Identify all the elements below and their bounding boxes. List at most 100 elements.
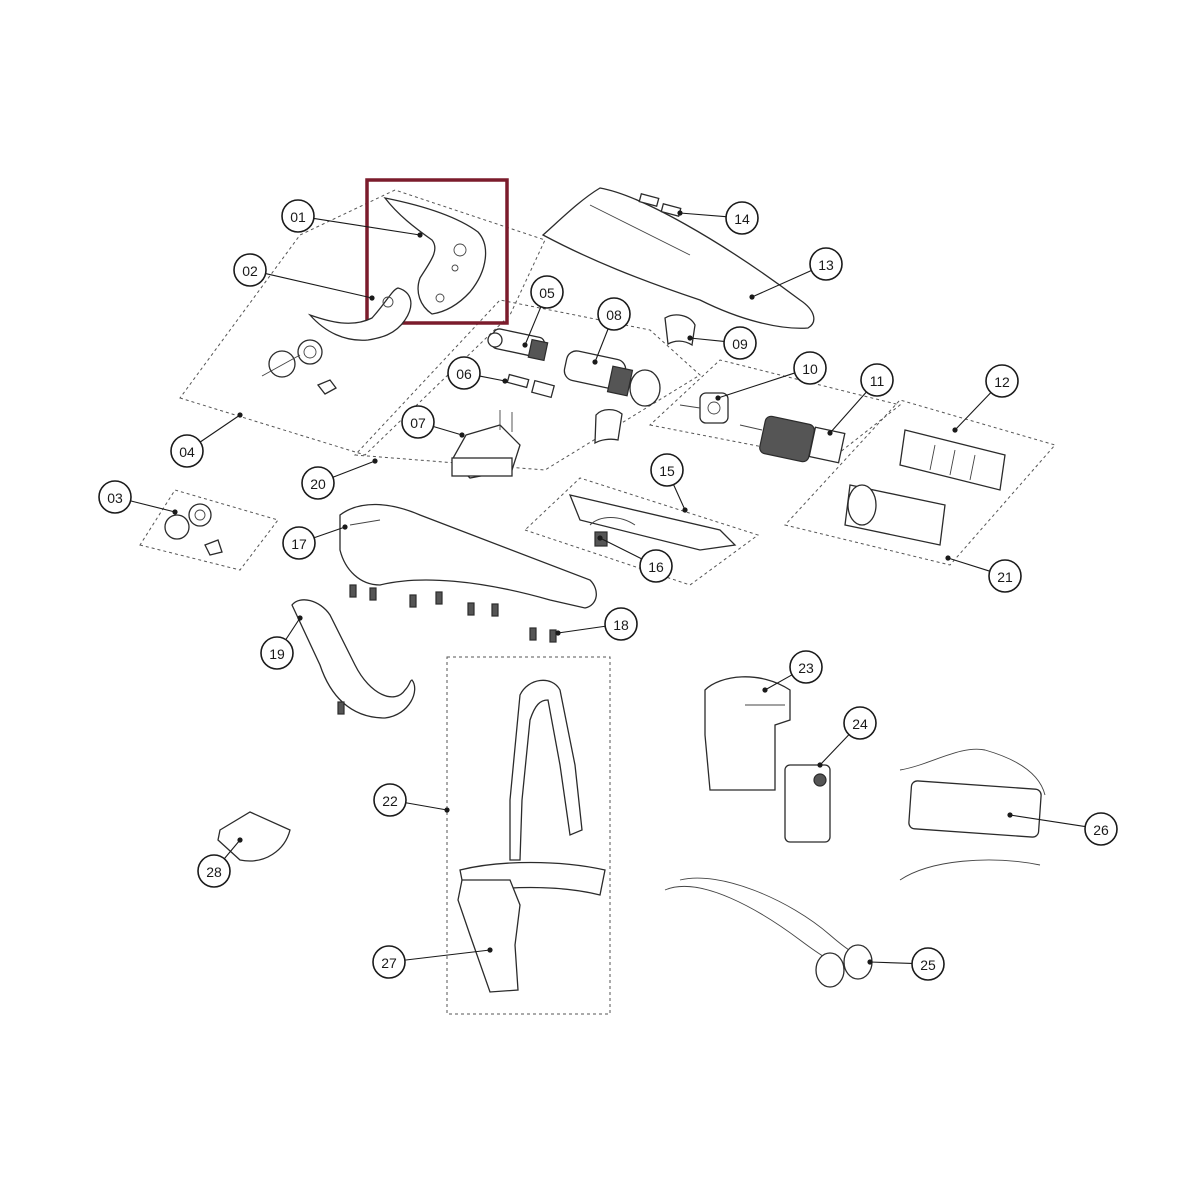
callout-circle-28	[197, 854, 231, 888]
leader-line-03	[130, 500, 176, 513]
part-12-electronics-frame	[899, 429, 1006, 491]
callout-19: 19	[260, 636, 294, 670]
part-04-gear-assembly	[261, 339, 337, 395]
leader-dot-21	[945, 555, 951, 561]
callout-03: 03	[98, 480, 132, 514]
part-17-lower-housing	[339, 503, 597, 609]
callout-circle-27	[372, 945, 406, 979]
part-22-harness	[459, 679, 606, 896]
group-box-04	[179, 189, 546, 456]
leader-line-01	[313, 217, 421, 236]
leader-dot-02	[369, 295, 375, 301]
leader-line-11	[829, 391, 867, 434]
part-03-gear-set	[164, 503, 223, 556]
callout-label-11: 11	[870, 373, 885, 389]
callout-circle-23	[789, 650, 823, 684]
callout-01: 01	[281, 199, 315, 233]
group-box-03	[139, 489, 279, 571]
leader-dot-09	[687, 335, 693, 341]
callout-24: 24	[843, 706, 877, 740]
callout-circle-18	[604, 607, 638, 641]
callout-18: 18	[604, 607, 638, 641]
leader-line-20	[332, 460, 376, 478]
leader-line-17	[313, 526, 346, 539]
leader-dot-20	[372, 458, 378, 464]
callout-label-04: 04	[179, 444, 195, 460]
part-18-screws	[349, 584, 557, 643]
leader-line-05	[524, 306, 542, 346]
part-21-electronics-cover	[844, 484, 946, 546]
part-27-holster	[457, 879, 521, 993]
callout-label-13: 13	[818, 257, 834, 273]
leader-line-10	[717, 372, 795, 399]
leader-line-25	[869, 961, 913, 964]
callout-28: 28	[197, 854, 231, 888]
part-26-charger	[899, 748, 1046, 881]
callout-label-15: 15	[659, 463, 675, 479]
callout-15: 15	[650, 453, 684, 487]
leader-line-14	[679, 212, 727, 218]
callout-circle-02	[233, 253, 267, 287]
part-02-counter-blade	[307, 287, 412, 341]
callout-13: 13	[809, 247, 843, 281]
callout-circle-17	[282, 526, 316, 560]
part-28-pouch	[217, 811, 291, 862]
callout-circle-13	[809, 247, 843, 281]
callout-14: 14	[725, 201, 759, 235]
leader-dot-04	[237, 412, 243, 418]
leader-dot-19	[297, 615, 303, 621]
leader-dot-12	[952, 427, 958, 433]
leader-dot-26	[1007, 812, 1013, 818]
callout-26: 26	[1084, 812, 1118, 846]
callout-circle-20	[301, 466, 335, 500]
part-23-battery	[704, 676, 791, 791]
callout-02: 02	[233, 253, 267, 287]
callout-circle-06	[447, 356, 481, 390]
callout-circle-05	[530, 275, 564, 309]
callout-circle-11	[860, 363, 894, 397]
callout-11: 11	[860, 363, 894, 397]
callout-circle-04	[170, 434, 204, 468]
leader-line-19	[285, 617, 301, 640]
callout-21: 21	[988, 559, 1022, 593]
callout-label-17: 17	[291, 536, 307, 552]
callout-circle-10	[793, 351, 827, 385]
callout-circle-26	[1084, 812, 1118, 846]
callout-label-18: 18	[613, 617, 629, 633]
leader-dot-05	[522, 342, 528, 348]
callout-circle-24	[843, 706, 877, 740]
callout-circle-01	[281, 199, 315, 233]
callout-label-05: 05	[539, 285, 555, 301]
leader-lines	[130, 210, 1086, 965]
leader-dot-13	[749, 294, 755, 300]
group-box-15	[524, 477, 760, 586]
leader-line-27	[404, 949, 491, 961]
callout-label-12: 12	[994, 374, 1010, 390]
leader-line-06	[479, 375, 506, 382]
leader-line-04	[199, 414, 241, 443]
callout-label-23: 23	[798, 660, 814, 676]
callout-16: 16	[639, 549, 673, 583]
leader-dot-28	[237, 837, 243, 843]
callout-08: 08	[597, 297, 631, 331]
callout-label-08: 08	[606, 307, 622, 323]
callout-circle-09	[723, 326, 757, 360]
leader-dot-07	[459, 432, 465, 438]
leader-line-16	[599, 537, 642, 560]
leader-dot-10	[715, 395, 721, 401]
leader-line-22	[405, 802, 448, 811]
callout-circle-12	[985, 364, 1019, 398]
leader-dot-08	[592, 359, 598, 365]
callout-circle-03	[98, 480, 132, 514]
callout-circle-08	[597, 297, 631, 331]
leader-dot-03	[172, 509, 178, 515]
callout-circle-15	[650, 453, 684, 487]
part-08-gearbox	[563, 350, 661, 407]
leader-line-09	[689, 337, 725, 342]
leader-dot-06	[502, 378, 508, 384]
part-13-upper-housing	[541, 187, 815, 329]
part-07-bracket	[451, 410, 521, 479]
callout-circle-19	[260, 636, 294, 670]
part-24-battery-adapter	[784, 764, 831, 843]
leader-line-02	[265, 273, 373, 299]
